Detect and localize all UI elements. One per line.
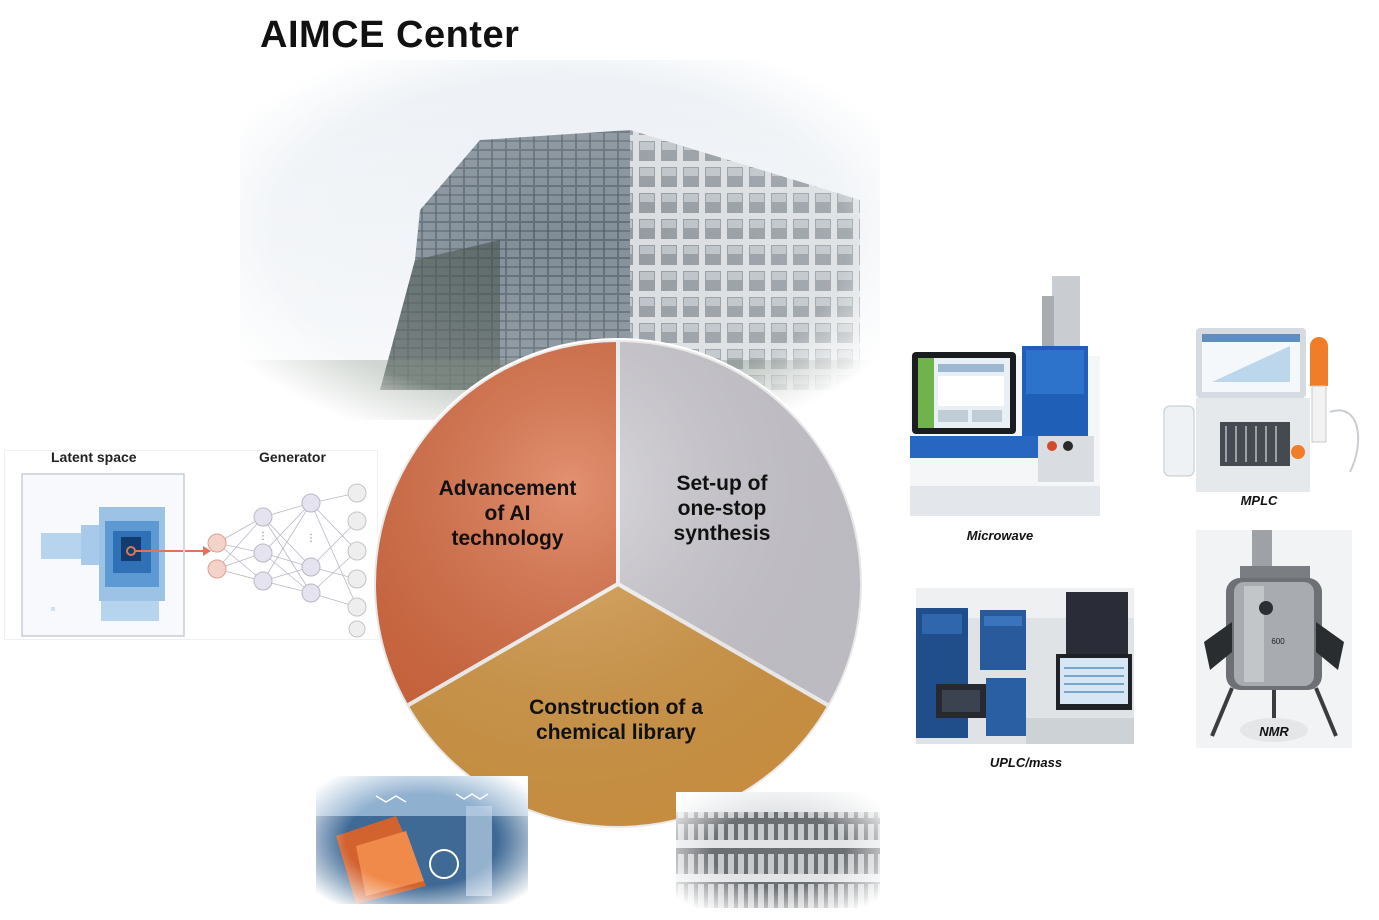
microwave-instrument-image: [910, 276, 1100, 516]
uplc-mass-instrument-image: [916, 588, 1134, 744]
neural-network-diagram: ⋮ ⋮: [185, 483, 367, 638]
page-title: AIMCE Center: [260, 14, 520, 56]
latent-space-label: Latent space: [51, 449, 137, 465]
ai-slice-label: Advancement of AI technology: [438, 477, 577, 550]
mplc-caption: MPLC: [1240, 493, 1278, 508]
nmr-caption: NMR: [1259, 724, 1289, 739]
microwave-caption: Microwave: [966, 528, 1034, 543]
chemistry-lab-image: [316, 776, 528, 904]
svg-text:⋮: ⋮: [306, 533, 316, 544]
latent-space-heatmap: [21, 473, 185, 637]
svg-text:⋮: ⋮: [258, 531, 268, 542]
generator-label: Generator: [259, 449, 326, 465]
nmr-badge: 600: [1271, 637, 1285, 646]
mplc-instrument-image: [1163, 328, 1360, 492]
uplc-mass-caption: UPLC/mass: [989, 755, 1063, 770]
library-slice-label: Construction of a chemical library: [529, 696, 703, 744]
synthesis-slice-label: Set-up of one-stop synthesis: [673, 472, 771, 545]
nmr-instrument-image: 600: [1196, 530, 1352, 748]
ai-generator-panel: Latent space Generator: [4, 449, 378, 640]
compound-library-image: [676, 792, 880, 908]
pie-chart: [372, 337, 864, 830]
